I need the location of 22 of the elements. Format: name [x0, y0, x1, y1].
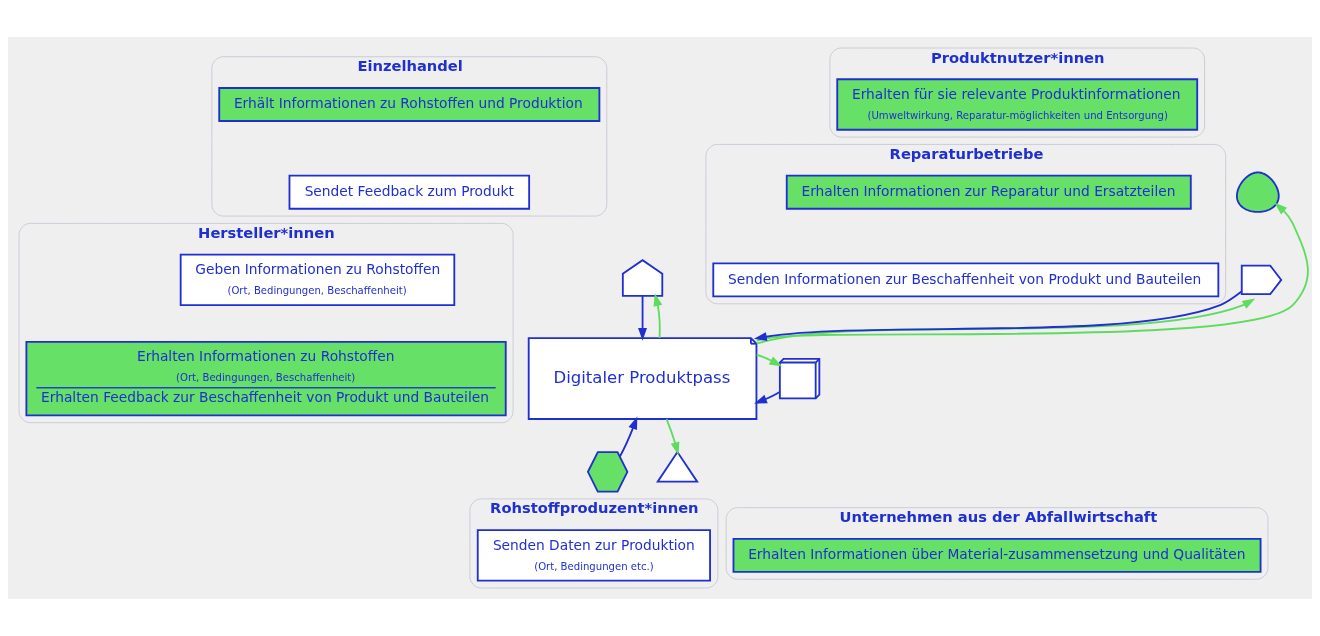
node-box: Erhält Informationen zu Rohstoffen und Produktion — [218, 87, 601, 122]
arrow — [753, 290, 1243, 342]
arrow — [638, 295, 648, 341]
node-box: Erhalten Informationen zu Rohstoffen (Ort, Bedingungen, Beschaffenheit) Erhalten Feedback zur Beschaffenheit von Produkt und Bauteilen — [25, 340, 507, 417]
node-box: Erhalten für sie relevante Produktinformationen (Umweltwirkung, Reparatur-möglichkeiten und Entsorgung) — [836, 78, 1199, 131]
node-box: Senden Informationen zur Beschaffenheit von Produkt und Bauteilen — [712, 262, 1220, 298]
node-box: Sendet Feedback zum Produkt — [288, 174, 531, 210]
node-box: Erhalten Informationen über Material-zusammensetzung und Qualitäten — [732, 537, 1262, 573]
node-store — [621, 259, 664, 297]
arrow — [665, 418, 680, 456]
node-box: Senden Daten zur Produktion (Ort, Bedingungen etc.) — [476, 529, 711, 582]
node-recycle — [656, 450, 699, 483]
arrow — [754, 391, 781, 404]
node-tools — [1240, 264, 1283, 296]
arrow — [653, 293, 663, 339]
node-box: Erhalten Informationen zur Reparatur und Ersatzteilen — [785, 174, 1192, 210]
node-box: Geben Informationen zu Rohstoffen (Ort, Bedingungen, Beschaffenheit) — [179, 253, 456, 307]
arrow — [755, 202, 1309, 342]
node-hexagons — [586, 451, 629, 493]
node-person — [1236, 171, 1280, 213]
arrow — [619, 416, 638, 458]
arrow — [755, 353, 783, 367]
